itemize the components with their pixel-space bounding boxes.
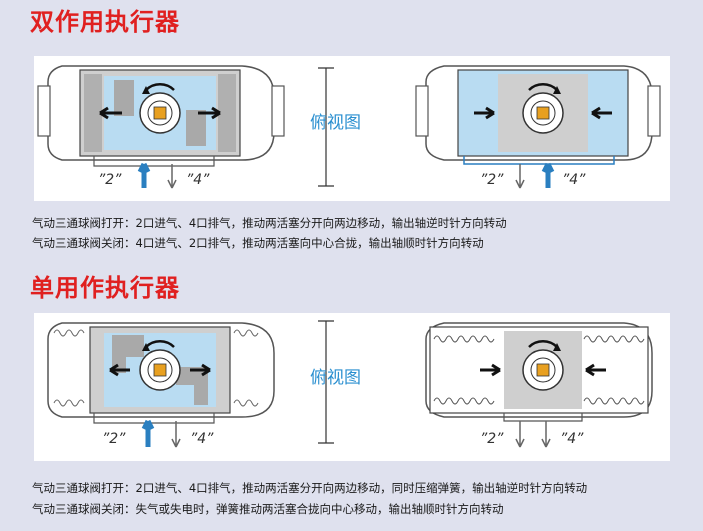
spring-icon — [433, 335, 645, 405]
actuator-diagram-single-acting — [47, 320, 653, 448]
port-label: ”2” — [102, 431, 126, 447]
actuator-left-open-spring — [47, 322, 275, 448]
actuator-left-open — [37, 65, 285, 189]
caption-open: 气动三通球阀打开：2口进气、4口排气，推动两活塞分开向两边移动，输出轴逆时针方向… — [32, 216, 507, 230]
exhaust-arrow-icon — [167, 164, 177, 189]
actuator-right-close — [415, 65, 661, 189]
exhaust-arrow-icon — [515, 164, 525, 189]
port-label: ”4” — [560, 431, 584, 447]
inlet-arrow-icon — [541, 162, 555, 188]
section-title-double-acting: 双作用执行器 — [30, 8, 180, 36]
diagram-panel-single-acting: 俯视图 ”2” ”4” ”2” ”4” — [34, 313, 670, 461]
port-label: ”4” — [186, 172, 210, 188]
caption-close: 气动三通球阀关闭：失气或失电时，弹簧推动两活塞合拢向中心移动，输出轴顺时针方向转… — [32, 502, 504, 516]
top-view-label: 俯视图 — [310, 368, 361, 388]
actuator-diagram-double-acting — [37, 65, 661, 189]
section-title-single-acting: 单用作执行器 — [30, 274, 180, 302]
top-view-marker — [318, 67, 334, 187]
port-label: ”4” — [190, 431, 214, 447]
actuator-right-close-spring — [425, 322, 653, 448]
top-view-label: 俯视图 — [310, 113, 361, 133]
inlet-arrow-icon — [141, 419, 155, 447]
port-label: ”2” — [480, 431, 504, 447]
port-label: ”2” — [480, 172, 504, 188]
top-view-marker — [318, 320, 334, 444]
spring-icon — [53, 329, 259, 407]
diagram-panel-double-acting: 俯视图 ”2” ”4” ”2” ”4” — [34, 56, 670, 201]
inlet-arrow-icon — [137, 162, 151, 188]
port-label: ”4” — [562, 172, 586, 188]
exhaust-arrow-icon — [515, 421, 525, 448]
exhaust-arrow-icon — [541, 421, 551, 448]
port-label: ”2” — [98, 172, 122, 188]
caption-open: 气动三通球阀打开：2口进气、4口排气，推动两活塞分开向两边移动，同时压缩弹簧，输… — [32, 481, 588, 495]
caption-close: 气动三通球阀关闭：4口进气、2口排气，推动两活塞向中心合拢，输出轴顺时针方向转动 — [32, 236, 484, 250]
exhaust-arrow-icon — [171, 421, 181, 448]
